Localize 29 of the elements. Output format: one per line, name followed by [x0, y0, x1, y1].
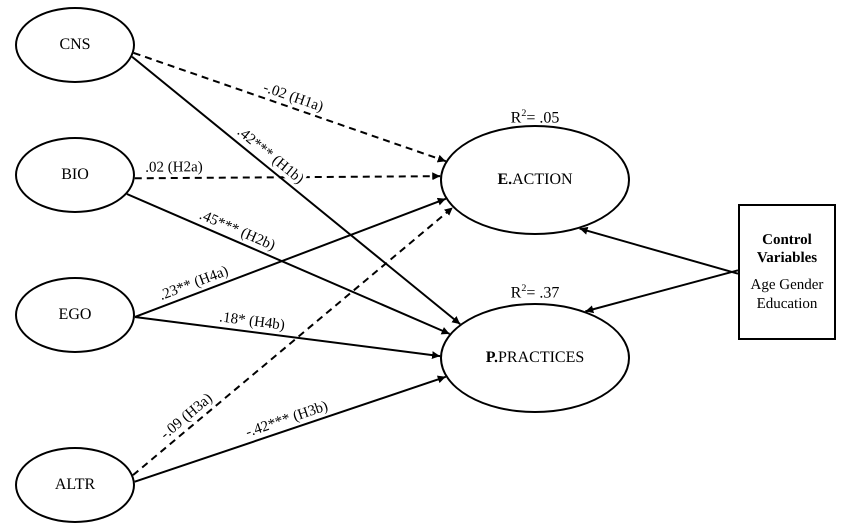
- construct-label: P.PRACTICES: [486, 348, 584, 368]
- arrow: [126, 193, 450, 335]
- r-squared-label: R$^{2}$= .37: [510, 283, 560, 302]
- arrow: [134, 198, 446, 318]
- variable-box: [738, 204, 836, 340]
- arrow: [134, 316, 440, 360]
- construct-label: ALTR: [54, 475, 96, 495]
- arrow: [133, 52, 446, 162]
- arrow: [579, 226, 738, 275]
- construct-label: E.ACTION: [497, 170, 573, 190]
- construct-label: BIO: [61, 165, 89, 185]
- edge-label: .18* (H4b): [218, 310, 287, 334]
- construct-ellipse: [15, 447, 135, 523]
- box-heading: Control Variables: [756, 230, 818, 268]
- arrow: [131, 56, 461, 325]
- construct-ellipse: [15, 277, 135, 353]
- edge-label: .02 (H2a): [144, 160, 204, 176]
- r-squared-label: R$^{2}$= .05: [510, 108, 560, 128]
- construct-ellipse: [440, 303, 630, 413]
- arrow: [132, 206, 454, 476]
- construct-ellipse: [15, 7, 135, 83]
- construct-ellipse: [15, 137, 135, 213]
- construct-label: EGO: [58, 305, 92, 325]
- box-text: Age Gender Education: [750, 276, 824, 314]
- arrow: [585, 269, 738, 314]
- construct-ellipse: [440, 125, 630, 235]
- arrow: [134, 172, 440, 180]
- arrow: [134, 376, 446, 483]
- construct-label: CNS: [59, 35, 91, 55]
